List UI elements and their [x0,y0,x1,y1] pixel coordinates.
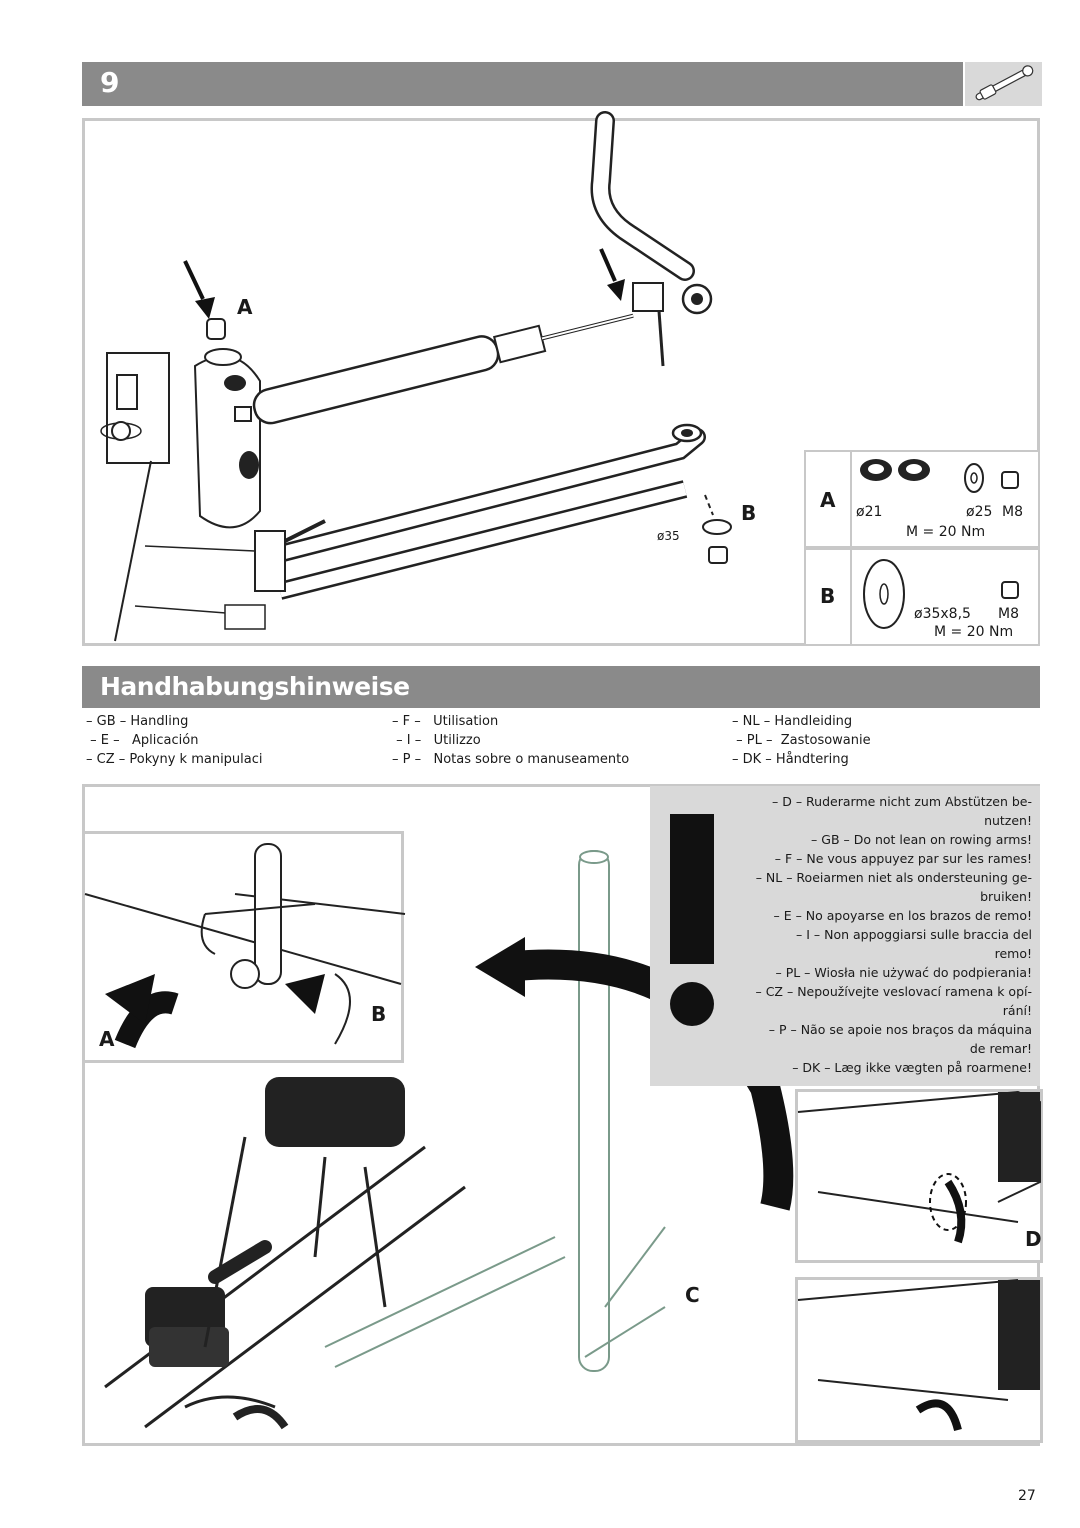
tool-tile [963,62,1042,106]
lang-p: – P – Notas sobre o manuseamento [392,752,630,767]
warning-line: – D – Ruderarme nicht zum Abstützen be- [772,794,1032,809]
washer-nut-drawing [863,559,1019,629]
dim-25: ø25 [966,504,993,520]
parts-row-a-letter: A [820,488,836,512]
torque-a: M = 20 Nm [906,524,986,540]
inset-release-knob: B [82,831,406,1063]
warning-line: rání! [1002,1003,1032,1018]
bushings-washer-nut-drawing [860,459,1019,493]
warning-line: bruiken! [980,889,1032,904]
label-a-bottom: A [99,1027,115,1051]
warning-line: – F – Ne vous appuyez par sur les rames! [774,851,1032,866]
warning-line: – NL – Roeiarmen niet als ondersteuning … [755,870,1032,885]
warning-line: de remar! [969,1041,1032,1056]
strap-detail-drawing [797,1090,1041,1244]
lang-pl: – PL – Zastosowanie [732,733,871,748]
parts-legend: A ø21 ø25 M8 M = 20 Nm B ø35x8,5 M8 M = … [804,450,1040,646]
parts-row-b: B ø35x8,5 M8 M = 20 Nm [804,548,1040,646]
dim-35x8-5: ø35x8,5 [914,606,971,622]
label-c: C [685,1283,700,1307]
warning-line: – PL – Wiosła nie używać do podpierania! [775,965,1032,980]
torque-b: M = 20 Nm [934,624,1014,640]
divider [850,452,852,546]
lang-cz: – CZ – Pokyny k manipulaci [86,752,263,767]
page-number: 27 [1018,1488,1036,1504]
warning-text: – D – Ruderarme nicht zum Abstützen be- … [732,792,1032,1077]
inset-strap-bottom [795,1277,1043,1443]
language-column-3: – NL – Handleiding – PL – Zastosowanie –… [732,712,871,769]
warning-box: – D – Ruderarme nicht zum Abstützen be- … [650,786,1040,1086]
label-b: B [741,501,757,525]
exclamation-dot [670,982,714,1026]
label-d: D [1025,1227,1042,1251]
strap-stowed-drawing [797,1279,1040,1432]
warning-line: – GB – Do not lean on rowing arms! [811,832,1032,847]
dim-m8-a: M8 [1002,504,1023,520]
inset-strap-top [795,1089,1043,1263]
step-number: 9 [100,66,120,99]
rowing-machine-drawing [104,850,794,1430]
warning-line: – DK – Læg ikke vægten på roarmene! [792,1060,1032,1075]
warning-line: – CZ – Nepoužívejte veslovací ramena k o… [755,984,1032,999]
divider [850,550,852,644]
rowing-arm-assembly-drawing [100,111,732,642]
lang-dk: – DK – Håndtering [732,752,849,767]
lang-gb: – GB – Handling [86,714,189,729]
label-b-inset: B [371,1002,387,1026]
warning-line: remo! [994,946,1032,961]
dim-m8-b: M8 [998,606,1019,622]
lang-nl: – NL – Handleiding [732,714,853,729]
dim-35-label: ø35 [657,529,680,543]
parts-row-b-letter: B [820,584,836,608]
lang-e: – E – Aplicación [86,733,199,748]
dim-21: ø21 [856,504,883,520]
knob-release-drawing [84,843,406,1049]
language-column-2: – F – Utilisation – I – Utilizzo – P – N… [392,712,629,769]
warning-line: – E – No apoyarse en los brazos de remo! [773,908,1032,923]
parts-row-a: A ø21 ø25 M8 M = 20 Nm [804,450,1040,548]
handling-illustration-panel: B A – D – Ruderarme nicht zum Abstützen … [82,784,1043,1446]
warning-line: – P – Não se apoie nos braços da máquina [768,1022,1032,1037]
warning-line: nutzen! [984,813,1032,828]
step-header-bar [82,62,1040,106]
wrench-icon [975,65,1034,101]
label-a: A [237,295,253,319]
warning-line: – I – Non appoggiarsi sulle braccia del [795,927,1032,942]
lang-i: – I – Utilizzo [392,733,481,748]
exclamation-bar [670,814,714,964]
handling-title: Handhabungshinweise [100,672,410,701]
lang-f: – F – Utilisation [392,714,499,729]
handling-header-bar [82,666,1040,708]
language-column-1: – GB – Handling – E – Aplicación – CZ – … [86,712,263,769]
